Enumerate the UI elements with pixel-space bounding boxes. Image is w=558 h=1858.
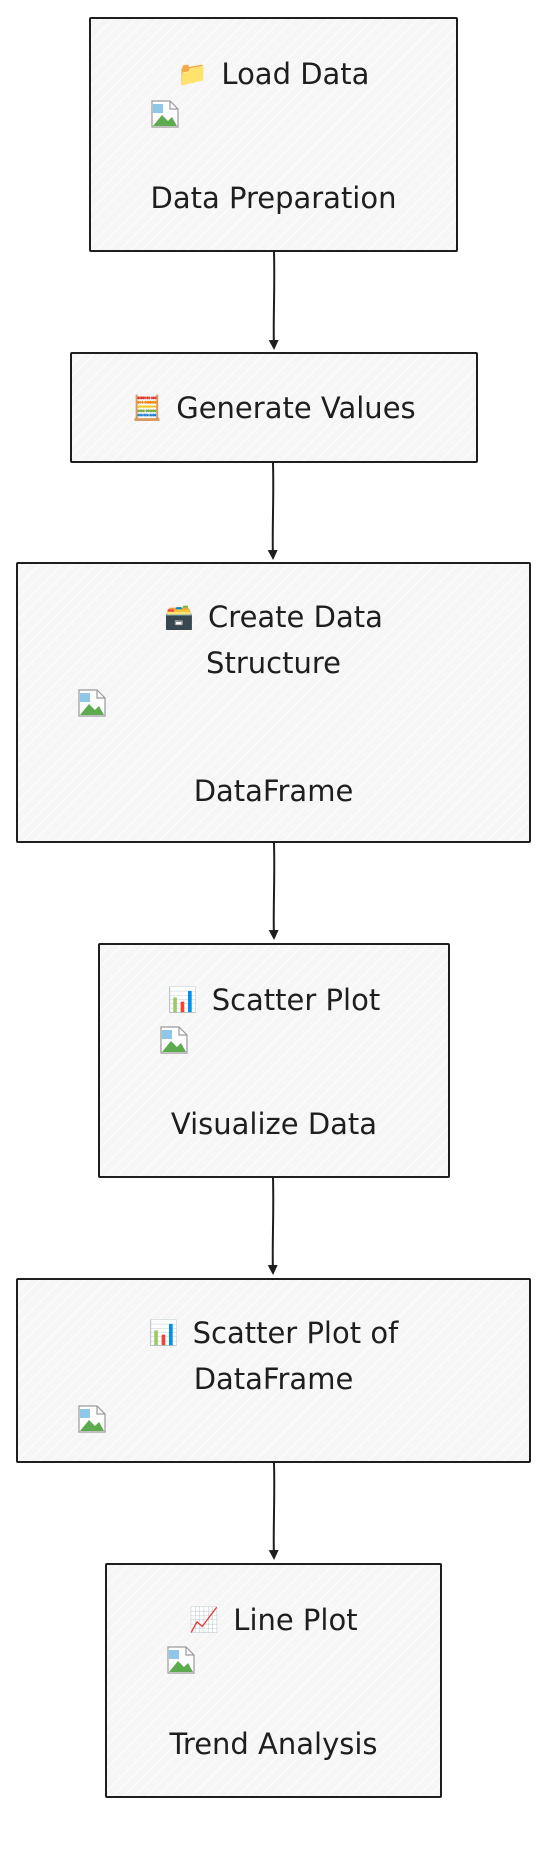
- bar-chart-icon: 📊: [167, 986, 198, 1014]
- bar-chart-icon: 📊: [148, 1319, 179, 1347]
- node-title-line-2: DataFrame: [193, 1362, 354, 1396]
- broken-image-icon: [78, 689, 106, 717]
- node-title-line-1: Create Data: [208, 600, 383, 634]
- arrow-scatter-to-scatter-df: [267, 1177, 278, 1275]
- arrow-scatter-df-to-line: [268, 1462, 279, 1560]
- node-title: Generate Values: [176, 391, 416, 425]
- node-subtitle: DataFrame: [193, 774, 354, 808]
- broken-image-icon: [151, 100, 179, 128]
- node-create-data-structure[interactable]: 🗃️ Create Data Structure DataFrame: [16, 562, 531, 843]
- arrow-load-to-generate: [268, 251, 279, 350]
- node-subtitle: Trend Analysis: [169, 1727, 378, 1761]
- chart-increasing-icon: 📈: [189, 1606, 220, 1634]
- broken-image-icon: [167, 1646, 195, 1674]
- arrow-create-to-scatter: [268, 842, 279, 940]
- node-subtitle: Data Preparation: [150, 181, 397, 215]
- node-subtitle: Visualize Data: [170, 1107, 378, 1141]
- node-load-data[interactable]: 📁 Load Data Data Preparation: [89, 17, 458, 252]
- node-line-plot[interactable]: 📈 Line Plot Trend Analysis: [105, 1563, 442, 1798]
- node-title: Load Data: [221, 57, 370, 91]
- node-title: Line Plot: [233, 1603, 358, 1637]
- broken-image-icon: [160, 1026, 188, 1054]
- node-scatter-plot[interactable]: 📊 Scatter Plot Visualize Data: [98, 943, 450, 1178]
- card-box-icon: 🗃️: [164, 603, 195, 631]
- broken-image-icon: [78, 1405, 106, 1433]
- node-title-line-2: Structure: [206, 646, 341, 680]
- arrow-generate-to-create: [267, 462, 278, 560]
- node-title: Scatter Plot: [211, 983, 381, 1017]
- abacus-icon: 🧮: [132, 394, 163, 422]
- node-scatter-plot-of-dataframe[interactable]: 📊 Scatter Plot of DataFrame: [16, 1278, 531, 1463]
- folder-icon: 📁: [177, 60, 208, 88]
- node-title-line-1: Scatter Plot of: [192, 1316, 399, 1350]
- node-generate-values[interactable]: 🧮 Generate Values: [70, 352, 478, 463]
